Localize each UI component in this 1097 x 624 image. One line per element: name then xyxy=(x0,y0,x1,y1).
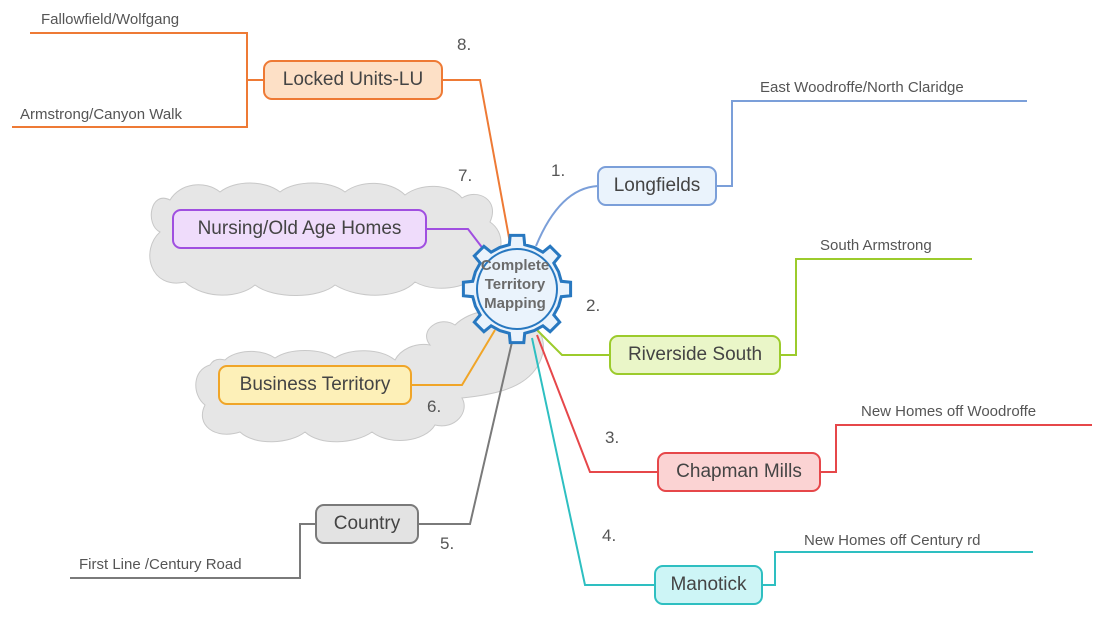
connector-manotick-leaf xyxy=(762,551,1033,586)
connector-chapman xyxy=(536,334,658,473)
central-line-3: Mapping xyxy=(484,295,546,312)
number-6: 6. xyxy=(427,397,442,416)
gear-outline xyxy=(461,233,573,345)
topic-nursing-homes[interactable]: Nursing/Old Age Homes xyxy=(172,209,427,249)
number-1: 1. xyxy=(551,161,566,180)
gear-inner-ring xyxy=(476,248,558,330)
connector-riverside xyxy=(533,326,610,356)
topic-riverside-south[interactable]: Riverside South xyxy=(609,335,781,375)
topic-locked-units[interactable]: Locked Units-LU xyxy=(263,60,443,100)
number-5: 5. xyxy=(440,534,455,553)
connector-nursing xyxy=(426,228,485,251)
connector-longfields-leaf xyxy=(716,100,1027,187)
topic-chapman-mills[interactable]: Chapman Mills xyxy=(657,452,821,492)
leaf-south-armstrong[interactable]: South Armstrong xyxy=(820,237,932,254)
topic-country[interactable]: Country xyxy=(315,504,419,544)
leaf-new-homes-woodroffe[interactable]: New Homes off Woodroffe xyxy=(861,403,1037,420)
topic-longfields[interactable]: Longfields xyxy=(597,166,717,206)
number-4: 4. xyxy=(602,526,617,545)
topic-business-territory[interactable]: Business Territory xyxy=(218,365,412,405)
number-3: 3. xyxy=(605,428,620,447)
central-topic[interactable]: Complete Territory Mapping xyxy=(462,256,568,313)
leaf-fallowfield[interactable]: Fallowfield/Wolfgang xyxy=(41,11,180,28)
connector-business xyxy=(412,329,496,386)
number-2: 2. xyxy=(586,296,601,315)
number-7: 7. xyxy=(458,166,473,185)
connector-manotick xyxy=(531,337,655,586)
connector-chapman-leaf xyxy=(820,424,1092,473)
number-8: 8. xyxy=(457,35,472,54)
connector-country-leaf xyxy=(70,523,316,579)
central-line-1: Complete xyxy=(480,257,550,274)
central-gear-icon[interactable] xyxy=(461,233,573,345)
connector-locked-leaf-2 xyxy=(12,79,264,128)
leaf-armstrong-canyon[interactable]: Armstrong/Canyon Walk xyxy=(20,106,182,123)
connector-country xyxy=(418,341,513,525)
topic-manotick[interactable]: Manotick xyxy=(654,565,763,605)
connector-locked-leaf-1 xyxy=(30,32,264,81)
leaf-east-woodroffe[interactable]: East Woodroffe/North Claridge xyxy=(760,79,964,96)
leaf-first-line[interactable]: First Line /Century Road xyxy=(79,556,242,573)
central-line-2: Territory xyxy=(484,276,546,293)
connector-riverside-leaf xyxy=(780,258,972,356)
connectors xyxy=(12,32,1092,586)
connector-longfields xyxy=(535,185,599,247)
connector-locked xyxy=(442,79,511,244)
leaf-new-homes-century[interactable]: New Homes off Century rd xyxy=(804,532,981,549)
